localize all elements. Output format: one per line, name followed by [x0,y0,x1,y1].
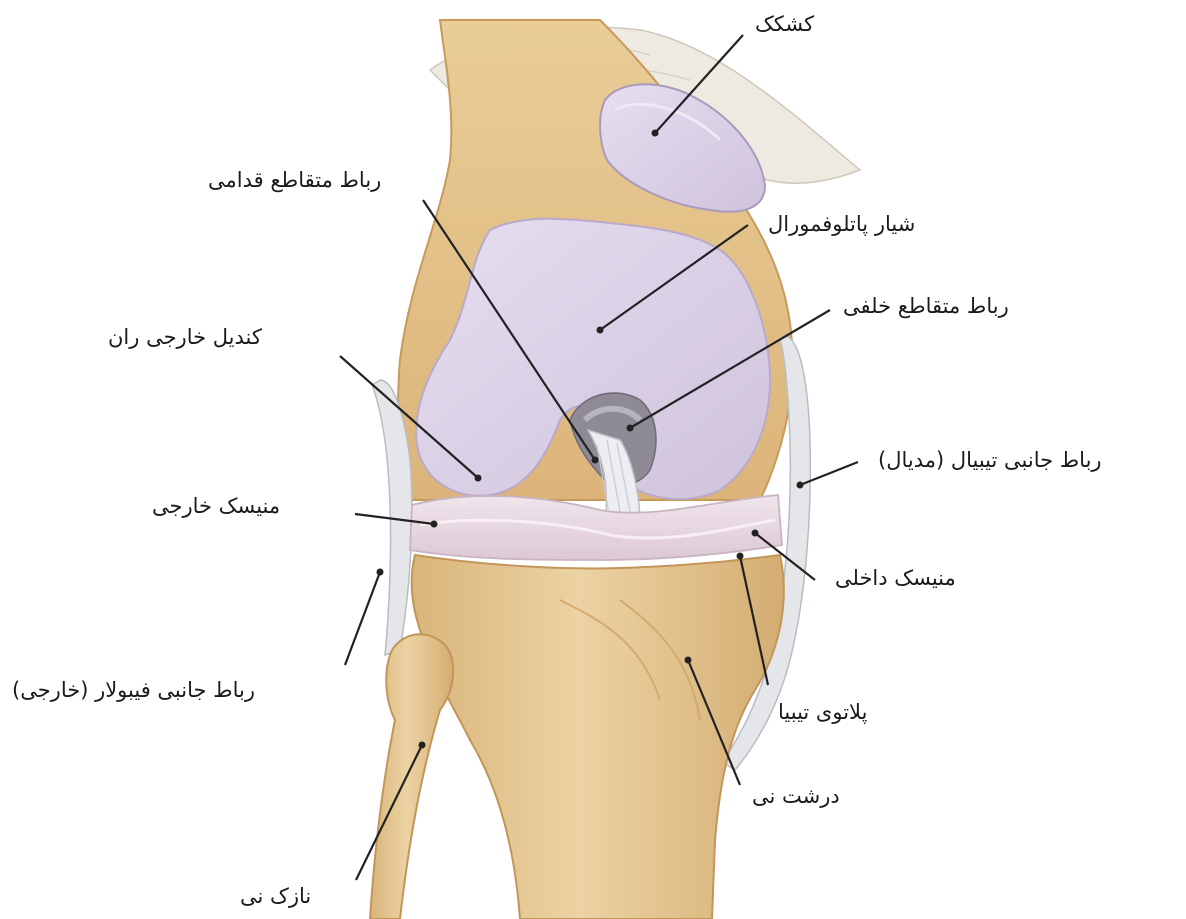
label-mcl: رباط جانبی تیبیال (مدیال) [878,450,1102,471]
label-lateral-condyle: کندیل خارجی ران [108,327,262,348]
label-lateral-meniscus: منیسک خارجی [152,496,280,517]
fibula [370,634,453,919]
label-patellofemoral-groove: شیار پاتلوفمورال [768,214,915,235]
tibia [412,555,784,919]
label-medial-meniscus: منیسک داخلی [835,568,956,589]
label-tibia: درشت نی [752,786,840,807]
label-pcl: رباط متقاطع خلفی [843,296,1009,317]
label-fibula: نازک نی [240,886,311,907]
label-lcl: رباط جانبی فیبولار (خارجی) [12,680,255,701]
menisci [410,495,782,560]
label-patella: کشکک [755,14,814,35]
leader-lcl [345,572,380,665]
label-acl: رباط متقاطع قدامی [208,170,381,191]
label-tibial-plateau: پلاتوی تیبیا [778,702,867,723]
